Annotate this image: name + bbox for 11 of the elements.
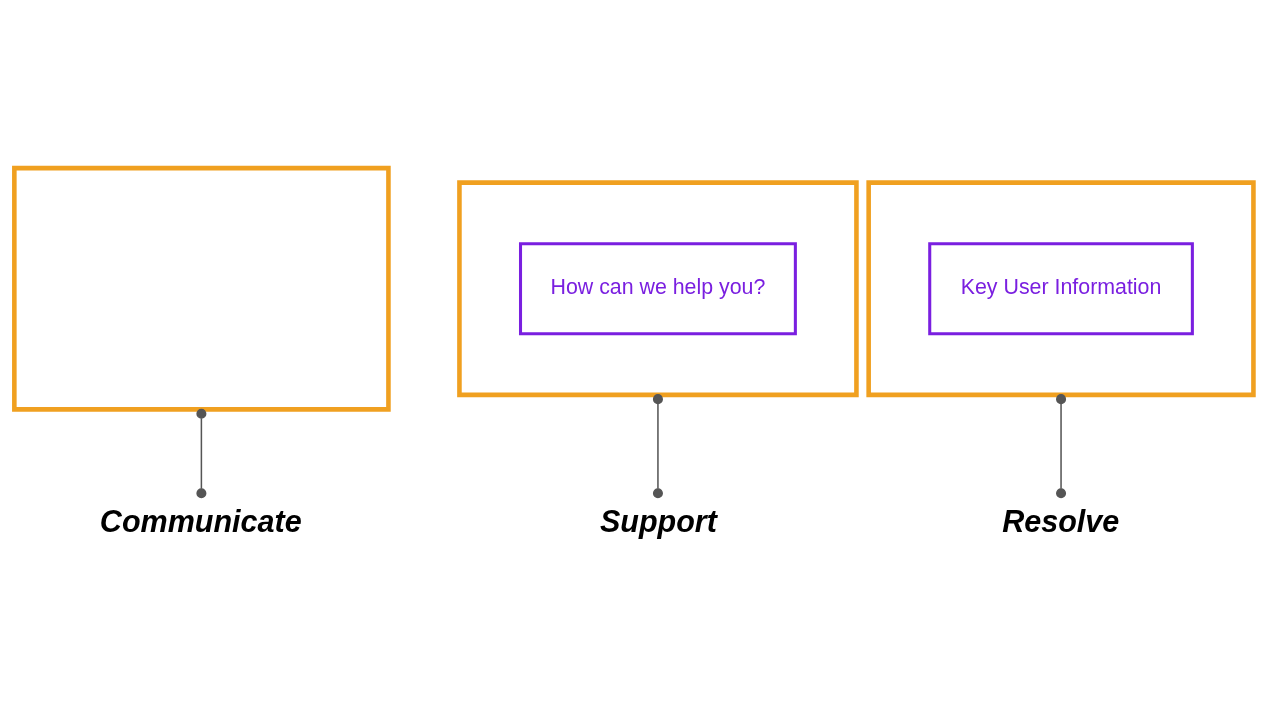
connector	[196, 408, 207, 498]
cluster	[457, 179, 859, 397]
connector	[652, 393, 663, 498]
node-box	[12, 165, 391, 412]
node-text: Support	[599, 503, 717, 538]
cluster	[866, 179, 1256, 397]
node-text: Resolve	[1002, 503, 1120, 538]
connector	[1056, 393, 1067, 498]
node-box: Key User Information	[928, 241, 1194, 335]
node-text: Communicate	[99, 503, 302, 538]
node-box: How can we help you?	[519, 241, 797, 335]
